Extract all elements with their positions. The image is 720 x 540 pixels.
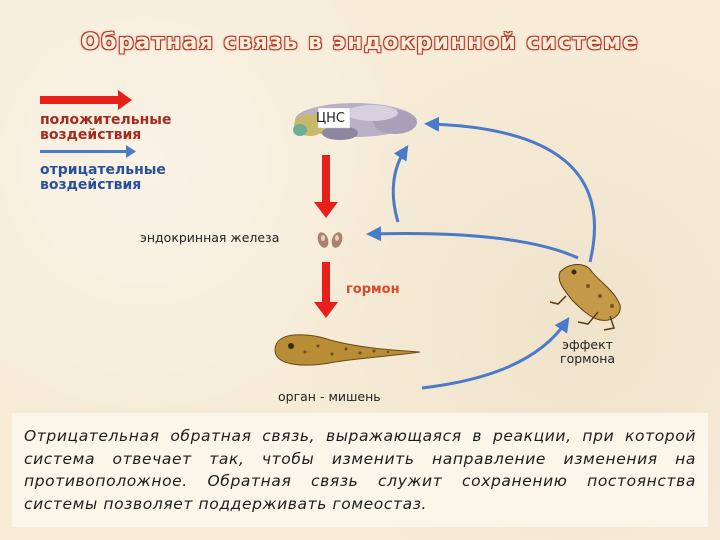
- effect-label-line2: гормона: [560, 351, 616, 366]
- legend-negative-label: отрицательные воздействия: [40, 162, 166, 193]
- brain-icon: [293, 103, 417, 140]
- frog-icon: [549, 264, 621, 331]
- arrow-effect-to-gland: [366, 226, 579, 260]
- tadpole-icon: [274, 334, 421, 366]
- hormone-effect-label: эффект гормона: [560, 338, 615, 366]
- description-text: Отрицательная обратная связь, выражающая…: [12, 413, 708, 527]
- arrow-gland-to-organ: [314, 262, 338, 318]
- legend-positive-label: положительные воздействия: [40, 112, 172, 143]
- effect-label-line1: эффект: [562, 337, 613, 352]
- target-organ-label: орган - мишень: [278, 389, 381, 404]
- arrow-cns-to-gland: [314, 155, 338, 218]
- arrow-effect-to-cns-outer: [424, 116, 596, 263]
- legend-positive-arrow: [40, 90, 132, 110]
- gland-icon: [317, 232, 343, 248]
- endocrine-gland-label: эндокринная железа: [140, 230, 280, 245]
- arrow-effect-to-cns-inner: [391, 144, 409, 223]
- cns-label: ЦНС: [316, 111, 345, 126]
- page-title: Обратная связь в эндокринной системе: [80, 30, 640, 55]
- arrow-organ-to-effect: [421, 317, 570, 390]
- hormone-label: гормон: [346, 282, 400, 297]
- legend-negative-arrow: [40, 145, 136, 158]
